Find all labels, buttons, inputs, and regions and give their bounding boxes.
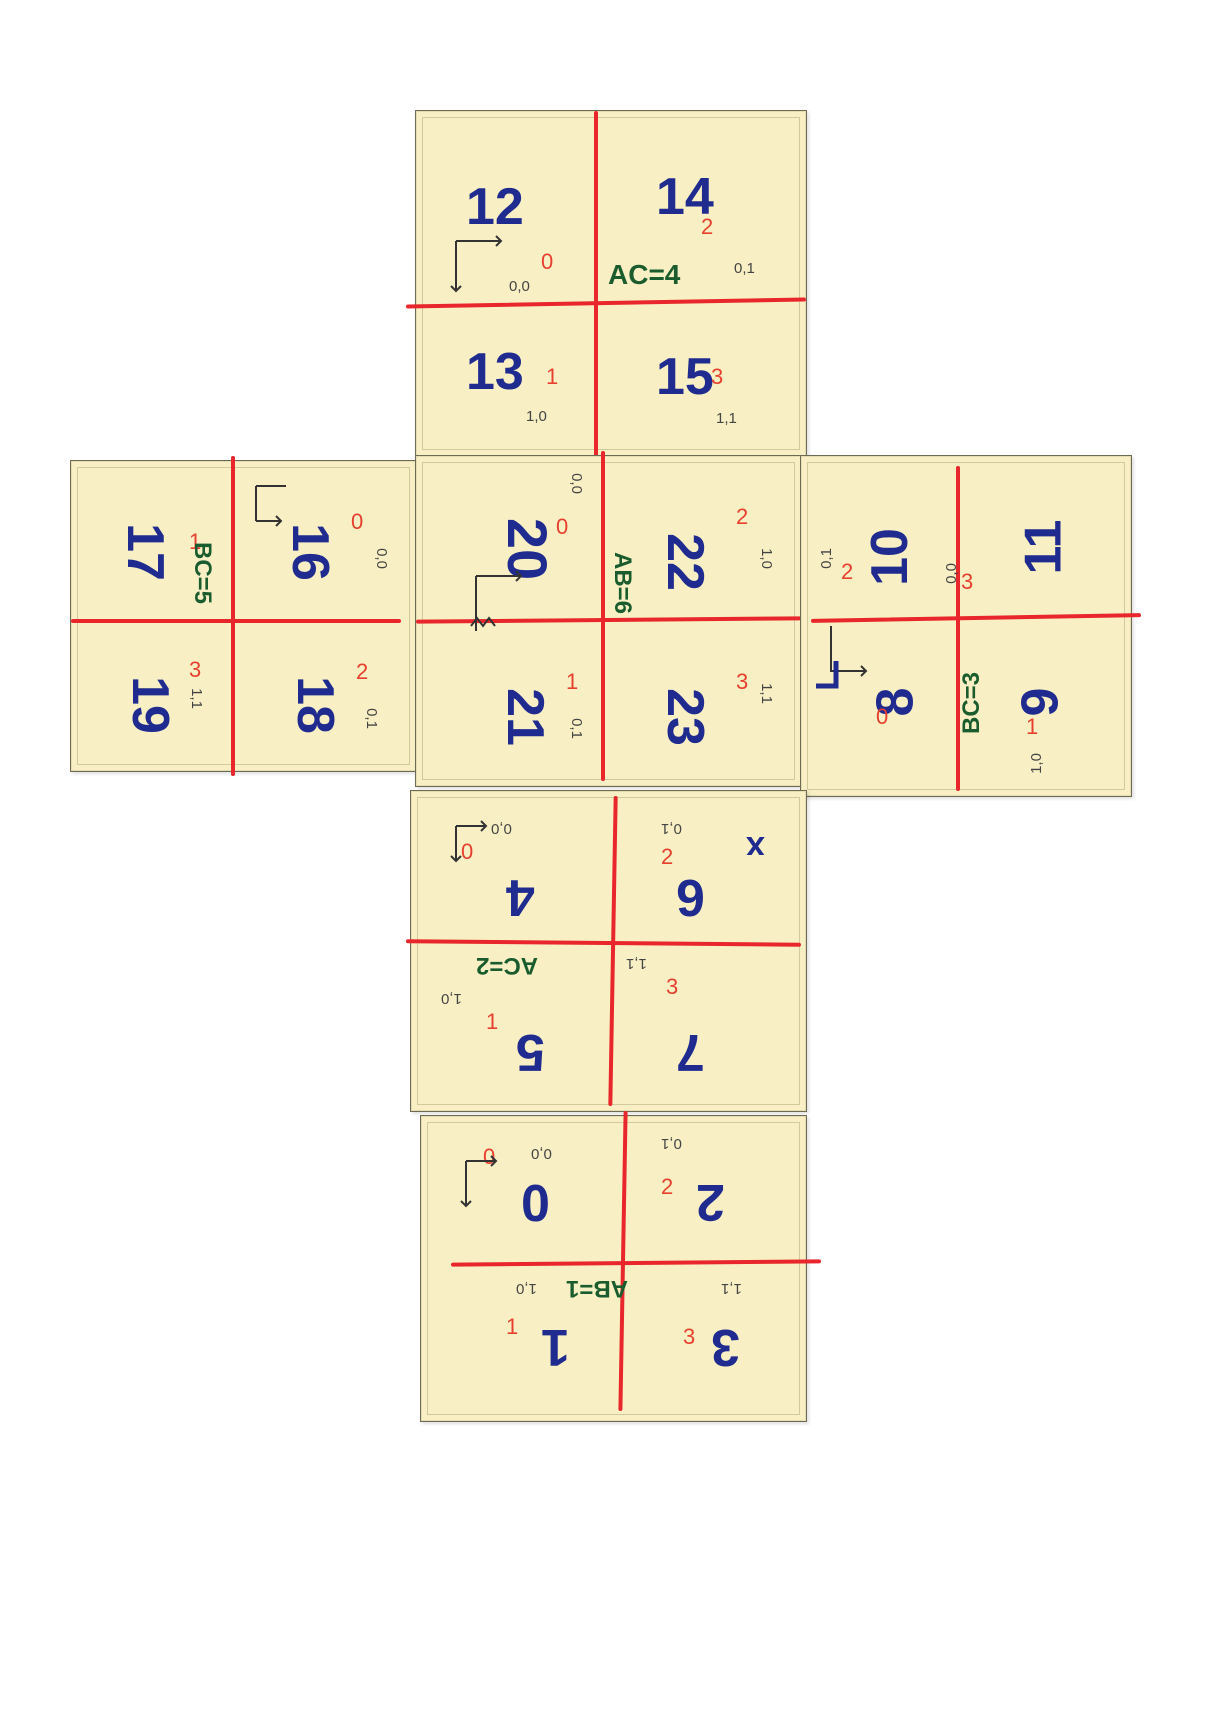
- cell-number: 13: [466, 343, 524, 401]
- cell-number: 15: [656, 348, 714, 406]
- cell-number: 6: [676, 868, 705, 926]
- cell-number: 7: [676, 1023, 705, 1081]
- grid-line-vertical: [601, 451, 605, 781]
- cell-index: 3: [666, 974, 679, 999]
- cube-face-left: 17 16 19 18 1 0 3 2 0,0 1,1 0,1 BC=5: [70, 456, 417, 776]
- cell-index: 0: [876, 704, 889, 729]
- cell-index: 3: [961, 569, 974, 594]
- cell-index: 0: [461, 839, 474, 864]
- cell-number: 16: [280, 523, 339, 581]
- cell-number: 9: [1011, 687, 1070, 717]
- cell-index: 2: [701, 214, 714, 239]
- cell-coord: 1,1: [187, 688, 205, 709]
- cell-number: 4: [506, 868, 535, 926]
- cell-coord: 1,1: [716, 410, 737, 427]
- axis-arrow-sketch: [816, 626, 868, 689]
- cell-number: 1: [541, 1318, 570, 1376]
- cell-index: 0: [556, 514, 569, 539]
- cell-index: 0: [351, 509, 364, 534]
- cell-index: 2: [356, 659, 369, 684]
- cell-coord: 0,1: [567, 718, 585, 739]
- cell-index: 2: [661, 844, 674, 869]
- cell-number: 5: [516, 1023, 545, 1081]
- cube-face-bottom: 0 2 1 3 0 2 1 3 0,0 0,1 1,0 1,1 AB=1: [420, 1110, 822, 1422]
- axis-arrow-sketch: [255, 485, 286, 527]
- edge-note: AB=1: [566, 1275, 629, 1302]
- cell-coord: 1,0: [441, 990, 462, 1007]
- cell-number: 22: [655, 533, 714, 591]
- axis-arrow-sketch: [450, 820, 488, 863]
- cell-coord: 0,0: [509, 278, 530, 295]
- cell-coord: 1,0: [757, 548, 775, 569]
- cell-index: 1: [486, 1009, 499, 1034]
- edge-note: BC=3: [958, 671, 986, 735]
- cell-index: 1: [546, 364, 559, 389]
- cell-coord: 0,1: [661, 1135, 682, 1152]
- edge-note: AB=6: [609, 551, 637, 615]
- cell-index: 3: [736, 669, 749, 694]
- cell-number: 18: [285, 676, 344, 734]
- cell-coord: 0,0: [942, 563, 960, 584]
- cell-number: 12: [466, 178, 524, 236]
- cell-number: 2: [696, 1173, 725, 1231]
- grid-line-horizontal: [405, 939, 802, 947]
- cell-coord: 0,0: [567, 473, 585, 494]
- grid-line-vertical: [956, 466, 960, 791]
- grid-line-vertical: [594, 111, 598, 456]
- axis-arrow-sketch: [450, 235, 503, 293]
- cell-index: 3: [683, 1324, 696, 1349]
- cell-coord: 0,1: [362, 708, 380, 729]
- cell-number: 23: [655, 688, 714, 746]
- cell-coord: 1,0: [526, 408, 547, 425]
- cell-number: 14: [656, 168, 714, 226]
- cell-number: 0: [521, 1173, 550, 1231]
- cube-face-lower: 4 6 5 7 0 2 1 3 0,0 0,1 1,0 1,1 AC=2 x: [405, 790, 807, 1112]
- cell-index: 2: [736, 504, 749, 529]
- axis-arrow-sketch: [460, 1155, 498, 1208]
- cell-number: 21: [495, 688, 554, 746]
- grid-line-horizontal: [450, 1259, 822, 1267]
- cell-index: 1: [506, 1314, 519, 1339]
- cell-coord: 0,0: [372, 548, 390, 569]
- cube-face-top: 12 14 13 15 0 2 1 3 0,0 0,1 1,0 1,1 AC=4: [405, 110, 807, 457]
- cell-coord: 0,0: [531, 1145, 552, 1162]
- cell-coord: 1,0: [1027, 753, 1045, 774]
- axis-arrow-sketch: [470, 570, 523, 631]
- cell-number: 19: [120, 676, 179, 734]
- grid-line-vertical: [608, 795, 618, 1107]
- cell-coord: 1,1: [757, 683, 775, 704]
- cube-face-right: 10 11 8 9 2 3 0 1 0,1 0,0 1,0 BC=3: [800, 455, 1142, 797]
- cube-face-center: 20 22 21 23 0 2 1 3 0,0 1,0 0,1 1,1 AB=6: [415, 451, 802, 787]
- cell-index: 2: [841, 559, 854, 584]
- cell-index: 3: [711, 364, 724, 389]
- cell-index: 3: [189, 657, 202, 682]
- cell-number: 10: [860, 528, 919, 586]
- cell-index: 2: [661, 1174, 674, 1199]
- multiply-mark: x: [746, 829, 765, 867]
- cell-coord: 0,1: [661, 820, 682, 837]
- grid-line-vertical: [231, 456, 235, 776]
- cell-index: 0: [541, 249, 554, 274]
- cell-index: 1: [566, 669, 579, 694]
- edge-note: AC=4: [608, 259, 681, 290]
- cell-coord: 0,1: [734, 260, 755, 277]
- cell-number: 17: [115, 523, 174, 581]
- cell-coord: 1,0: [516, 1280, 537, 1297]
- cell-index: 1: [189, 529, 202, 554]
- cell-number: 3: [711, 1318, 740, 1376]
- cell-index: 1: [1026, 714, 1039, 739]
- edge-note: BC=5: [189, 541, 217, 605]
- cell-coord: 1,1: [721, 1280, 742, 1297]
- cell-coord: 0,1: [817, 548, 835, 569]
- cell-coord: 1,1: [626, 955, 647, 972]
- grid-line-horizontal: [71, 619, 401, 623]
- edge-note: AC=2: [476, 952, 539, 979]
- cell-number: 11: [1014, 519, 1073, 575]
